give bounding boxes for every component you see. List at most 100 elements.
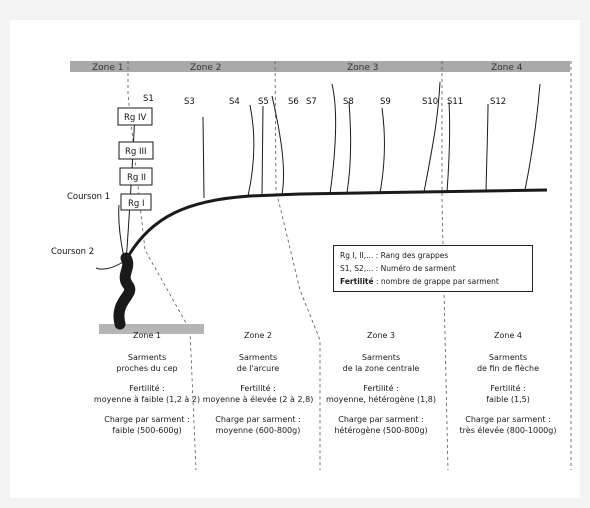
zone-4-charge: Charge par sarment : très élevée (800-10… [443,414,573,436]
legend-val-sarment: : Numéro de sarment [375,264,456,273]
zone-2-fert-value: moyenne à élevée (2 à 2,8) [202,395,314,404]
rank-box-i [120,193,152,211]
zone-4-desc: Sarments de fin de flèche [443,352,573,374]
zone-column-1: Zone 1 Sarments proches du cep Fertilité… [82,330,212,445]
shoot-s12 [485,103,489,192]
legend-key-sarment: S1, S2,... [340,264,374,273]
zone-3-desc-1: Sarments [361,353,401,362]
zone-4-charge-value: très élevée (800-1000g) [459,426,557,435]
legend-key-rank: Rg I, II,... [340,251,374,260]
shoot-s9 [379,107,385,194]
zone-1-fert-label: Fertilité : [129,384,165,393]
rank-box-iii [118,141,154,160]
zone-3-title: Zone 3 [367,331,395,340]
rank-iii: Rg III [125,147,147,157]
zone-4-fertility: Fertilité : faible (1,5) [443,383,573,405]
shoot-s6 [271,95,285,196]
zone-column-4: Zone 4 Sarments de fin de flèche Fertili… [443,330,573,445]
zone-header-1: Zone 1 [92,63,124,73]
zone-2-fertility: Fertilité : moyenne à élevée (2 à 2,8) [193,383,323,405]
zone-2-charge: Charge par sarment : moyenne (600-800g) [193,414,323,436]
zone-2-desc-2: de l'arcure [236,364,280,373]
label-s4: S4 [229,97,240,107]
legend-row-sarment: S1, S2,... : Numéro de sarment [340,262,526,275]
label-s10: S10 [422,97,438,107]
zone-2-desc: Sarments de l'arcure [193,352,323,374]
zone-divider-3 [441,61,449,471]
shoot-s5 [261,105,264,197]
zone-header-4: Zone 4 [491,63,523,73]
shoot-s3 [202,116,205,199]
label-s5: S5 [258,97,269,107]
label-s1: S1 [143,94,154,104]
fruiting-cane [123,188,548,263]
zone-divider-2 [274,60,321,470]
zone-4-desc-1: Sarments [488,353,528,362]
zone-3-fert-value: moyenne, hétérogène (1,8) [325,395,437,404]
zone-column-3: Zone 3 Sarments de la zone centrale Fert… [316,330,446,445]
label-s6: S6 [288,97,299,107]
shoot-s11 [446,101,451,193]
zone-4-fert-label: Fertilité : [490,384,526,393]
zone-header-3: Zone 3 [347,63,379,73]
legend-val-rank: : Rang des grappes [375,251,449,260]
rank-box-ii [119,167,153,186]
label-courson-2: Courson 2 [51,247,94,257]
shoot-end [524,83,541,191]
legend-val-fertility: : nombre de grappe par sarment [375,277,499,286]
shoot-s7 [329,83,337,195]
zone-2-title: Zone 2 [244,331,272,340]
label-s12: S12 [490,97,506,107]
zone-3-fert-label: Fertilité : [363,384,399,393]
legend-box: Rg I, II,... : Rang des grappes S1, S2,.… [333,245,533,292]
zone-3-desc: Sarments de la zone centrale [316,352,446,374]
shoot-s10 [423,81,441,193]
rank-iv: Rg IV [124,113,147,123]
zone-1-desc: Sarments proches du cep [82,352,212,374]
zone-1-fert-value: moyenne à faible (1,2 à 2) [93,395,201,404]
zone-4-desc-2: de fin de flèche [476,364,540,373]
ground [99,324,204,334]
label-s11: S11 [447,97,463,107]
shoot-s4 [247,104,255,197]
zone-4-charge-label: Charge par sarment : [465,415,551,424]
zone-1-desc-2: proches du cep [116,364,178,373]
label-s7: S7 [306,97,317,107]
zone-2-fert-label: Fertilité : [240,384,276,393]
legend-row-rank: Rg I, II,... : Rang des grappes [340,249,526,262]
zone-2-desc-1: Sarments [238,353,278,362]
zone-2-charge-value: moyenne (600-800g) [215,426,301,435]
label-s3: S3 [184,97,195,107]
zone-3-charge-value: hétérogène (500-800g) [334,426,428,435]
shoot-s1 [125,109,136,263]
shoot-s8 [346,101,352,194]
zone-4-title: Zone 4 [494,331,522,340]
zone-1-fertility: Fertilité : moyenne à faible (1,2 à 2) [82,383,212,405]
vine-trunk [113,252,136,330]
zone-1-desc-1: Sarments [127,353,167,362]
zone-1-title: Zone 1 [133,331,161,340]
zone-3-charge: Charge par sarment : hétérogène (500-800… [316,414,446,436]
zone-4-fert-value: faible (1,5) [486,395,530,404]
zone-header-band [70,61,570,72]
zone-1-charge-value: faible (500-600g) [112,426,182,435]
courson-1-shoot [118,204,126,263]
zone-column-2: Zone 2 Sarments de l'arcure Fertilité : … [193,330,323,445]
label-s8: S8 [343,97,354,107]
courson-2-shoot [95,261,124,270]
zone-header-2: Zone 2 [190,63,222,73]
zone-3-fertility: Fertilité : moyenne, hétérogène (1,8) [316,383,446,405]
rank-ii: Rg II [127,173,146,183]
zone-1-charge-label: Charge par sarment : [104,415,190,424]
label-courson-1: Courson 1 [67,192,110,202]
rank-i: Rg I [128,199,145,209]
legend-row-fertility: Fertilité : nombre de grappe par sarment [340,275,526,288]
zone-3-charge-label: Charge par sarment : [338,415,424,424]
zone-1-charge: Charge par sarment : faible (500-600g) [82,414,212,436]
label-s9: S9 [380,97,391,107]
zone-2-charge-label: Charge par sarment : [215,415,301,424]
legend-key-fertility: Fertilité [340,277,374,286]
zone-3-desc-2: de la zone centrale [342,364,420,373]
rank-box-iv [117,107,153,126]
